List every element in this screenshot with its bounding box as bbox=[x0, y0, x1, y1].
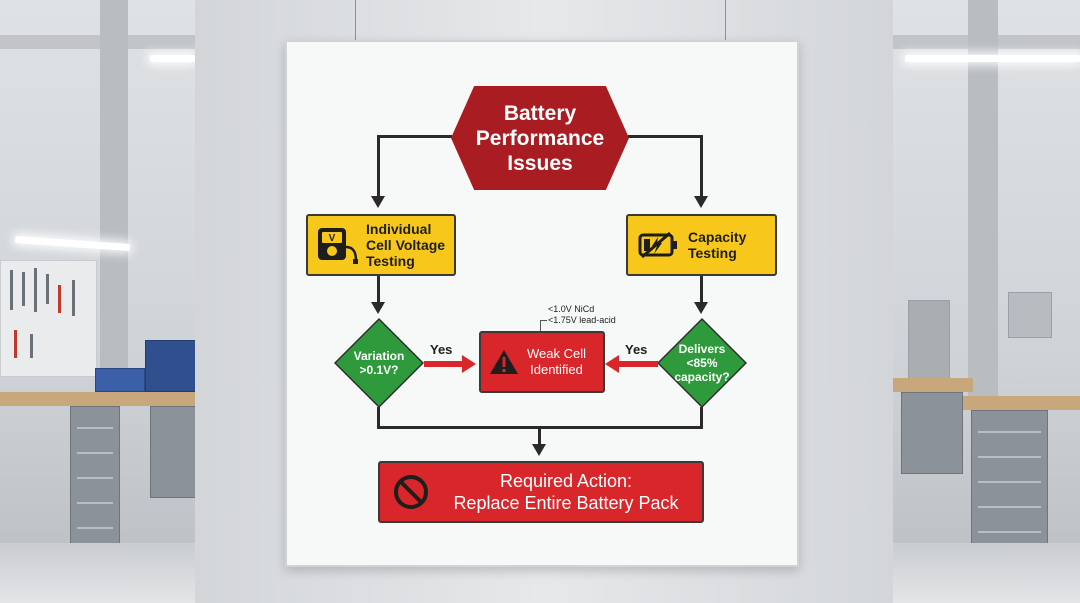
hanging-wire-left bbox=[355, 0, 356, 40]
label-line: Cell Voltage bbox=[366, 237, 446, 253]
capacity-testing-label: Capacity Testing bbox=[688, 229, 746, 261]
label-line: Testing bbox=[366, 253, 415, 269]
label-line: Variation bbox=[353, 349, 405, 363]
connector bbox=[700, 276, 703, 304]
note-leader bbox=[540, 320, 547, 321]
label-line: Capacity bbox=[688, 229, 747, 245]
low-battery-icon bbox=[638, 230, 680, 260]
weak-cell-identified-label: Weak Cell Identified bbox=[527, 346, 586, 378]
arrow-down bbox=[694, 302, 708, 314]
arrow-down bbox=[532, 444, 546, 456]
connector bbox=[377, 276, 380, 304]
connector bbox=[377, 135, 380, 197]
label-line: Delivers bbox=[678, 342, 726, 356]
prohibited-icon bbox=[392, 473, 430, 511]
hanging-wire-right bbox=[725, 0, 726, 40]
threshold-note-lead-acid: <1.75V lead-acid bbox=[548, 315, 616, 325]
weak-cell-identified-box: Weak Cell Identified bbox=[479, 331, 605, 393]
yes-arrow-left-head bbox=[462, 355, 476, 373]
yes-label-left: Yes bbox=[430, 342, 453, 357]
cell-voltage-testing-label: Individual Cell Voltage Testing bbox=[366, 221, 445, 269]
arrow-down bbox=[371, 196, 385, 208]
connector bbox=[377, 135, 452, 138]
yes-arrow-right-head bbox=[605, 355, 619, 373]
label-line: capacity? bbox=[674, 370, 730, 384]
label-line: Required Action: bbox=[499, 471, 633, 491]
svg-text:V: V bbox=[329, 233, 336, 244]
label-line: <85% bbox=[686, 356, 718, 370]
threshold-note-nicd: <1.0V NiCd bbox=[548, 304, 595, 314]
title-text: Battery Performance Issues bbox=[475, 101, 605, 176]
arrow-down bbox=[371, 302, 385, 314]
yes-arrow-right bbox=[618, 361, 658, 367]
title-line: Issues bbox=[507, 151, 573, 175]
connector bbox=[377, 407, 380, 428]
connector bbox=[628, 135, 703, 138]
warning-icon bbox=[489, 348, 519, 376]
title-line: Battery bbox=[503, 101, 577, 125]
label-line: >0.1V? bbox=[359, 363, 399, 377]
arrow-down bbox=[694, 196, 708, 208]
required-action-box: Required Action: Replace Entire Battery … bbox=[378, 461, 704, 523]
connector bbox=[700, 407, 703, 428]
cell-voltage-testing-box: V Individual Cell Voltage Testing bbox=[306, 214, 456, 276]
label-line: Testing bbox=[688, 245, 737, 261]
required-action-label: Required Action: Replace Entire Battery … bbox=[440, 470, 692, 514]
label-line: Weak Cell bbox=[527, 346, 587, 361]
label-line: Replace Entire Battery Pack bbox=[453, 493, 679, 513]
capacity-testing-box: Capacity Testing bbox=[626, 214, 777, 276]
title-line: Performance bbox=[475, 126, 605, 150]
title-hexagon: Battery Performance Issues bbox=[451, 86, 629, 190]
connector bbox=[538, 426, 541, 446]
label-line: Individual bbox=[366, 221, 432, 237]
yes-label-right: Yes bbox=[625, 342, 648, 357]
variation-decision-label: Variation >0.1V? bbox=[344, 349, 414, 377]
yes-arrow-left bbox=[424, 361, 464, 367]
note-leader bbox=[540, 320, 541, 332]
workshop-right-background bbox=[893, 0, 1080, 603]
connector bbox=[700, 135, 703, 197]
workshop-left-background bbox=[0, 0, 197, 603]
voltmeter-icon: V bbox=[316, 225, 360, 265]
capacity-decision-label: Delivers <85% capacity? bbox=[667, 342, 737, 384]
label-line: Identified bbox=[530, 362, 583, 377]
